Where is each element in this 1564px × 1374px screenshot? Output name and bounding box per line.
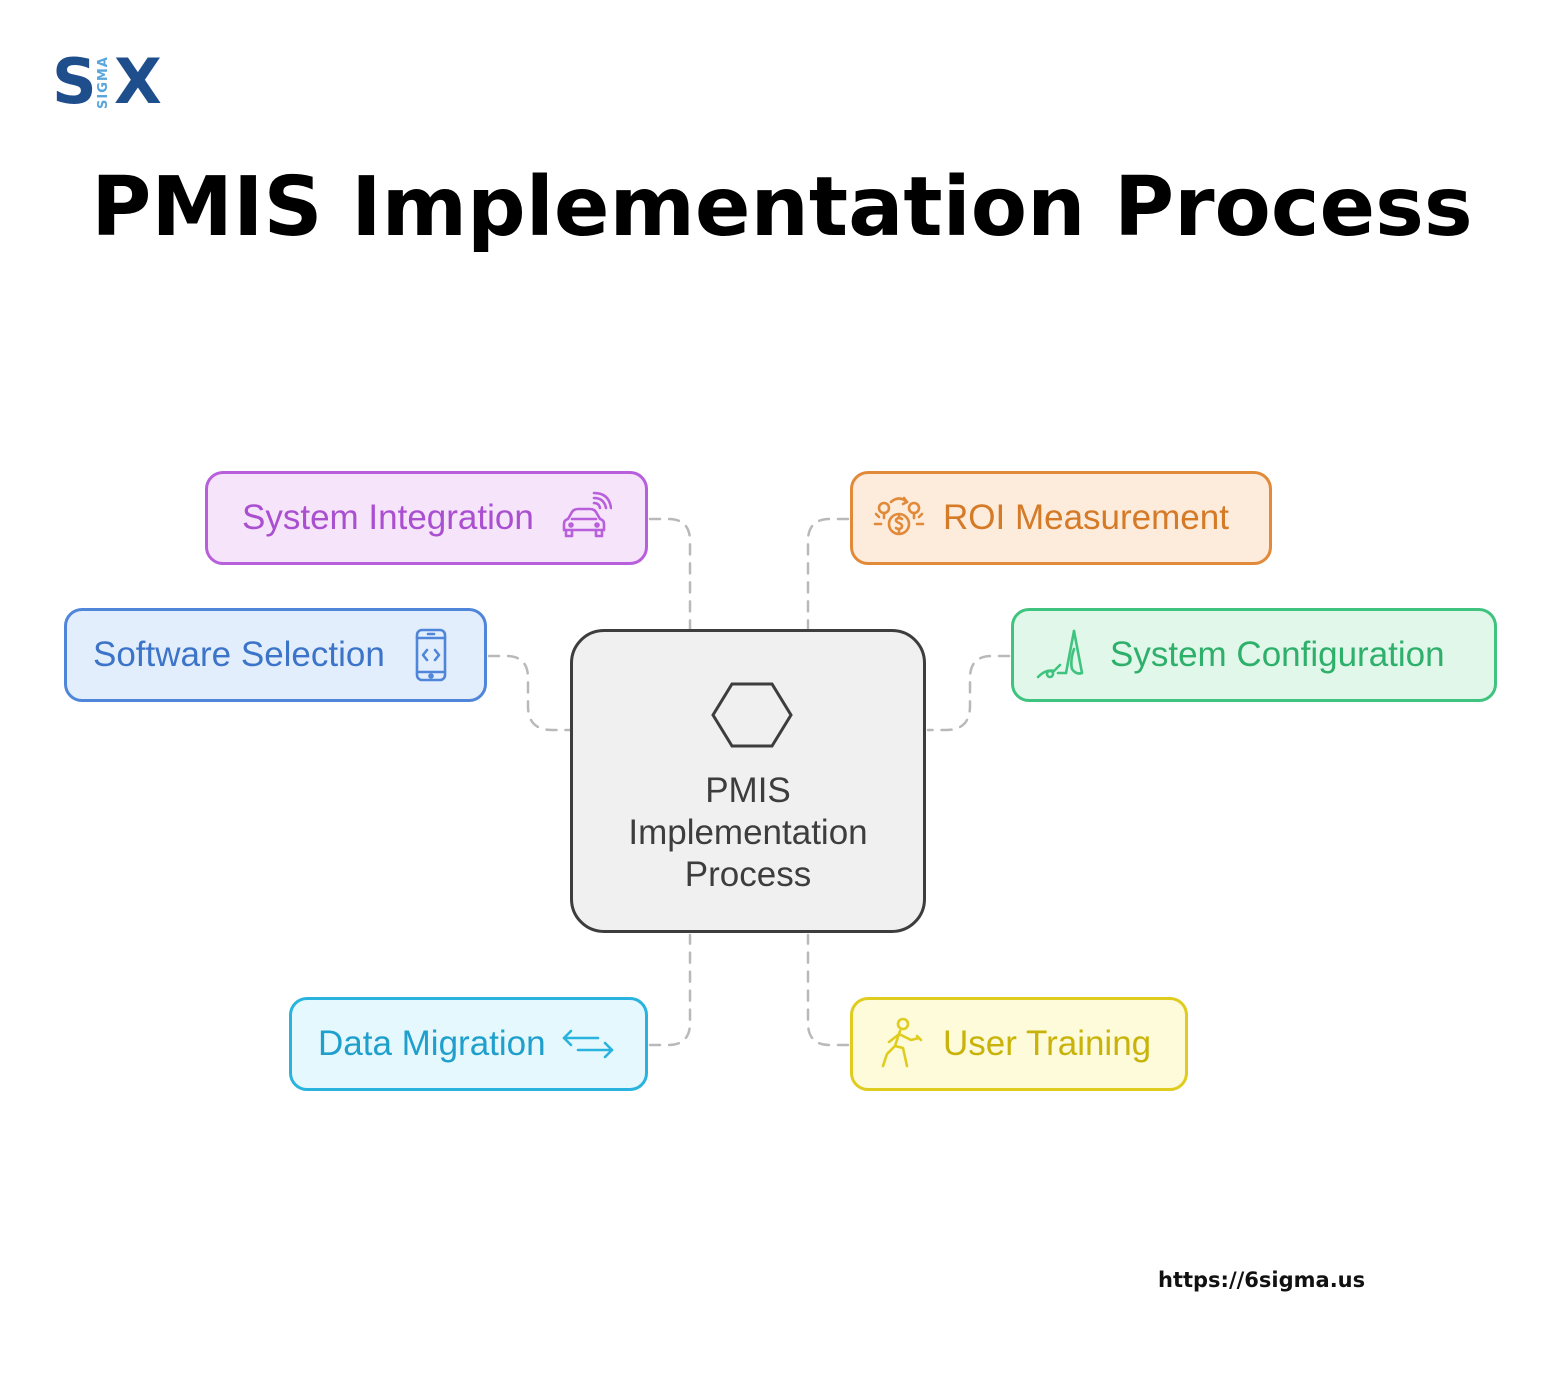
- node-label-system-configuration: System Configuration: [1110, 635, 1445, 674]
- sixsigma-logo: S SIGMA X: [52, 50, 172, 114]
- node-label-software-selection: Software Selection: [93, 635, 385, 674]
- page-title: PMIS Implementation Process: [91, 160, 1473, 255]
- bidirectional-arrows-icon: [560, 1016, 616, 1072]
- connector-migration: [648, 933, 692, 1047]
- node-user-training: User Training: [850, 997, 1188, 1091]
- connector-software: [487, 654, 572, 732]
- connected-car-icon: [556, 490, 613, 546]
- node-label-system-integration: System Integration: [242, 498, 534, 537]
- node-label-data-migration: Data Migration: [318, 1024, 546, 1063]
- money-cycle-icon: [871, 490, 927, 546]
- drafting-tool-icon: [1032, 627, 1088, 683]
- center-label-line3: Process: [684, 855, 812, 894]
- node-roi-measurement: ROI Measurement: [850, 471, 1272, 565]
- connector-roi: [806, 517, 850, 631]
- connector-training: [806, 933, 850, 1047]
- connector-integration: [648, 517, 692, 631]
- node-software-selection: Software Selection: [64, 608, 487, 702]
- source-url[interactable]: https://6sigma.us: [1158, 1268, 1366, 1292]
- logo-x-letter: X: [114, 45, 162, 118]
- node-label-user-training: User Training: [943, 1024, 1152, 1063]
- logo-s-letter: S: [52, 45, 97, 118]
- hexagon-icon: [711, 682, 793, 748]
- node-system-integration: System Integration: [205, 471, 648, 565]
- node-system-configuration: System Configuration: [1011, 608, 1497, 702]
- mobile-code-icon: [403, 627, 459, 683]
- exercising-person-icon: [873, 1016, 929, 1072]
- center-label-line2: Implementation: [628, 813, 868, 852]
- node-data-migration: Data Migration: [289, 997, 648, 1091]
- center-label-line1: PMIS: [705, 771, 791, 810]
- connector-config: [926, 654, 1011, 732]
- center-process-box: PMIS Implementation Process: [570, 629, 926, 933]
- center-label: PMIS Implementation Process: [583, 770, 913, 896]
- node-label-roi-measurement: ROI Measurement: [943, 498, 1229, 537]
